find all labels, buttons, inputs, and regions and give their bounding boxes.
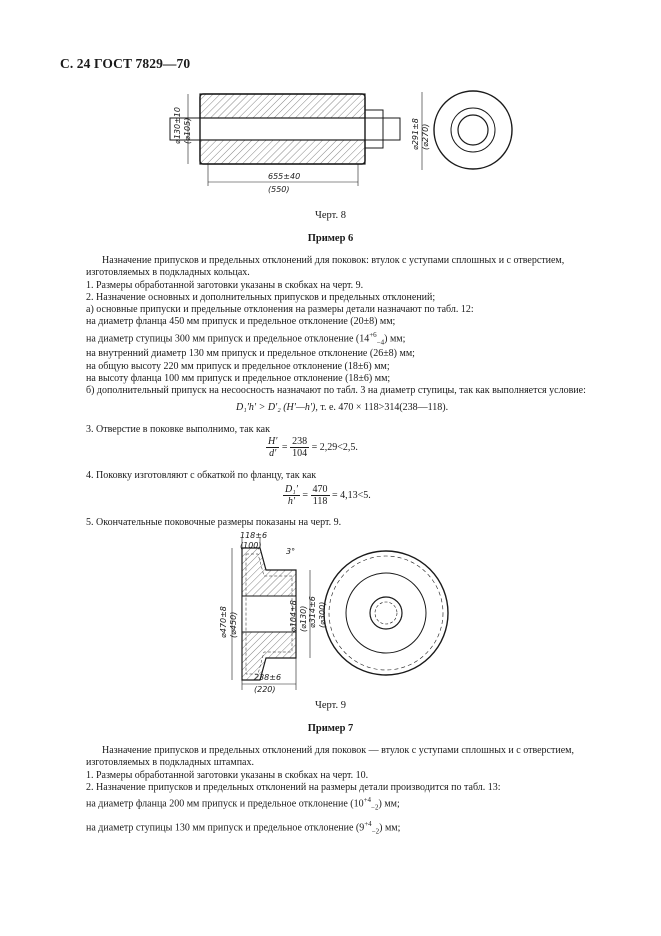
fig9-dim-left: ⌀470±8 — [219, 606, 228, 638]
example-6-body: Назначение припусков и предельных отклон… — [86, 255, 604, 398]
fig9-dim-hub-paren: (⌀300) — [318, 602, 327, 628]
fig8-dim-outer-d-paren: (⌀105) — [183, 118, 192, 144]
example-6-line-5: на высоту фланца 100 мм припуск и предел… — [86, 373, 391, 384]
fig9-dim-top: 118±6 — [240, 531, 267, 540]
fig8-dim-circle-paren: (⌀270) — [421, 124, 430, 150]
formula-condition: D₁′h′ > D′₂ (H′—h′), т. е. 470 × 118>314… — [236, 402, 449, 413]
example-6-line-1: на диаметр фланца 450 мм припуск и преде… — [86, 316, 396, 328]
example-7-item-2: 2. Назначение припусков и предельных отк… — [86, 781, 501, 793]
fig9-dim-top-paren: (100) — [240, 541, 262, 550]
figure-9-caption: Черт. 9 — [315, 700, 346, 711]
example-6-item-5: 5. Окончательные поковочные размеры пока… — [86, 517, 342, 528]
fig8-dim-length: 655±40 — [268, 172, 300, 181]
fig9-angle: 3° — [286, 547, 295, 556]
figure-9: 118±6 (100) 3° ⌀470±8 (⌀450) ⌀104±8 (⌀13… — [212, 530, 612, 694]
example-7-line-2: на диаметр ступицы 130 мм припуск и пред… — [86, 819, 401, 836]
example-7-title: Пример 7 — [307, 723, 354, 734]
example-6-line-2: на диаметр ступицы 300 мм припуск и пред… — [86, 330, 406, 347]
example-7-intro: Назначение припусков и предельных отклон… — [86, 745, 574, 769]
example-6-item-a: а) основные припуски и предельные отклон… — [86, 304, 474, 316]
fig9-dim-bore-paren: (⌀130) — [299, 606, 308, 632]
example-7-item-1: 1. Размеры обработанной заготовки указан… — [86, 769, 369, 781]
example-6-intro: Назначение припусков и предельных отклон… — [86, 255, 565, 279]
example-6-line-4: на общую высоту 220 мм припуск и предель… — [86, 360, 390, 372]
example-6-item-4: 4. Поковку изготовляют с обкаткой по фла… — [86, 470, 317, 481]
fig9-dim-bottom: 238±6 — [254, 673, 281, 682]
fig9-dim-left-paren: (⌀450) — [229, 612, 238, 638]
example-6-title: Пример 6 — [307, 233, 354, 244]
example-7-body: Назначение припусков и предельных отклон… — [86, 745, 604, 837]
example-6-item-1: 1. Размеры обработанной заготовки указан… — [86, 279, 364, 291]
example-7-line-1: на диаметр фланца 200 мм припуск и преде… — [86, 796, 400, 812]
fig9-dim-bore: ⌀104±8 — [289, 600, 298, 632]
fig8-dim-length-paren: (550) — [268, 185, 290, 194]
fig9-dim-bottom-paren: (220) — [254, 685, 276, 694]
example-6-line-3: на внутренний диаметр 130 мм припуск и п… — [86, 348, 415, 360]
example-6-item-3: 3. Отверстие в поковке выполнимо, так ка… — [86, 424, 270, 435]
figure-9-drawing: 118±6 (100) 3° ⌀470±8 (⌀450) ⌀104±8 (⌀13… — [219, 531, 449, 694]
fig8-dim-outer-d: ⌀130±10 — [173, 107, 182, 144]
figure-8-caption: Черт. 8 — [315, 210, 346, 221]
example-6-item-2: 2. Назначение основных и дополнительных … — [86, 291, 436, 303]
figure-8: ⌀130±10 (⌀105) 655±40 (550) ⌀291±8 (⌀270… — [140, 82, 540, 202]
fig9-dim-hub: ⌀314±6 — [308, 596, 317, 628]
fig8-dim-circle: ⌀291±8 — [411, 118, 420, 150]
example-6-item-b: б) дополнительный припуск на несоосность… — [86, 385, 586, 397]
page-header: С. 24 ГОСТ 7829—70 — [60, 56, 191, 71]
figure-8-drawing: ⌀130±10 (⌀105) 655±40 (550) ⌀291±8 (⌀270… — [169, 90, 513, 194]
